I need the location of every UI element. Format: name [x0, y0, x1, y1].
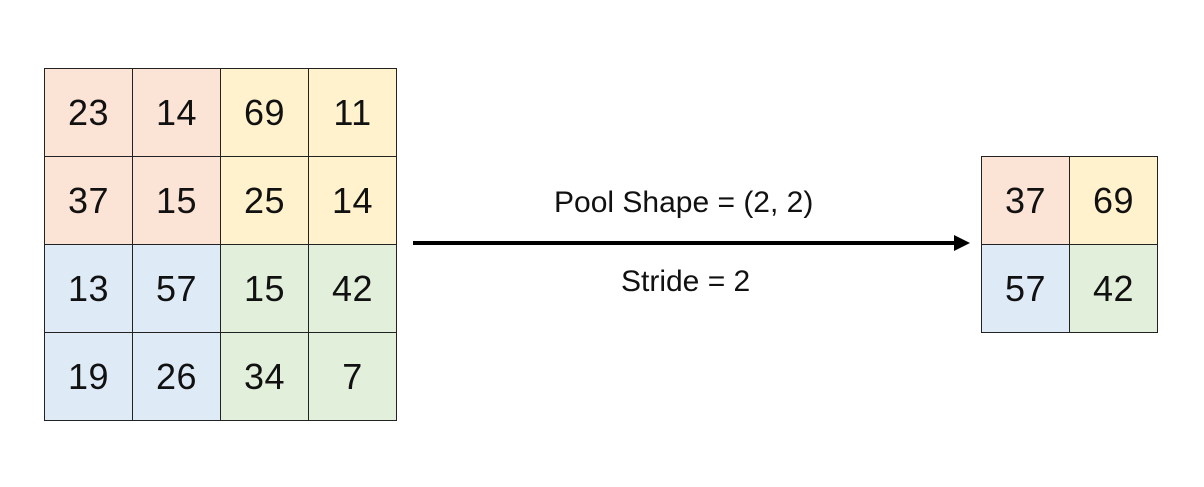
input-cell-r1-c2: 25 — [220, 156, 309, 245]
input-cell-r3-c3: 7 — [308, 332, 397, 421]
input-cell-r3-c0: 19 — [44, 332, 133, 421]
input-cell-r0-c0: 23 — [44, 68, 133, 157]
pool-shape-label: Pool Shape = (2, 2) — [554, 186, 814, 219]
input-cell-r2-c0: 13 — [44, 244, 133, 333]
output-cell-r0-c0: 37 — [981, 156, 1070, 245]
output-cell-r1-c0: 57 — [981, 244, 1070, 333]
input-cell-r0-c3: 11 — [308, 68, 397, 157]
input-cell-r1-c3: 14 — [308, 156, 397, 245]
input-cell-r3-c1: 26 — [132, 332, 221, 421]
arrow-head — [954, 235, 970, 251]
input-cell-r3-c2: 34 — [220, 332, 309, 421]
input-cell-r0-c2: 69 — [220, 68, 309, 157]
stride-label: Stride = 2 — [621, 265, 751, 298]
output-cell-r1-c1: 42 — [1069, 244, 1158, 333]
input-cell-r2-c3: 42 — [308, 244, 397, 333]
input-cell-r1-c1: 15 — [132, 156, 221, 245]
input-cell-r1-c0: 37 — [44, 156, 133, 245]
output-cell-r0-c1: 69 — [1069, 156, 1158, 245]
input-cell-r2-c1: 57 — [132, 244, 221, 333]
